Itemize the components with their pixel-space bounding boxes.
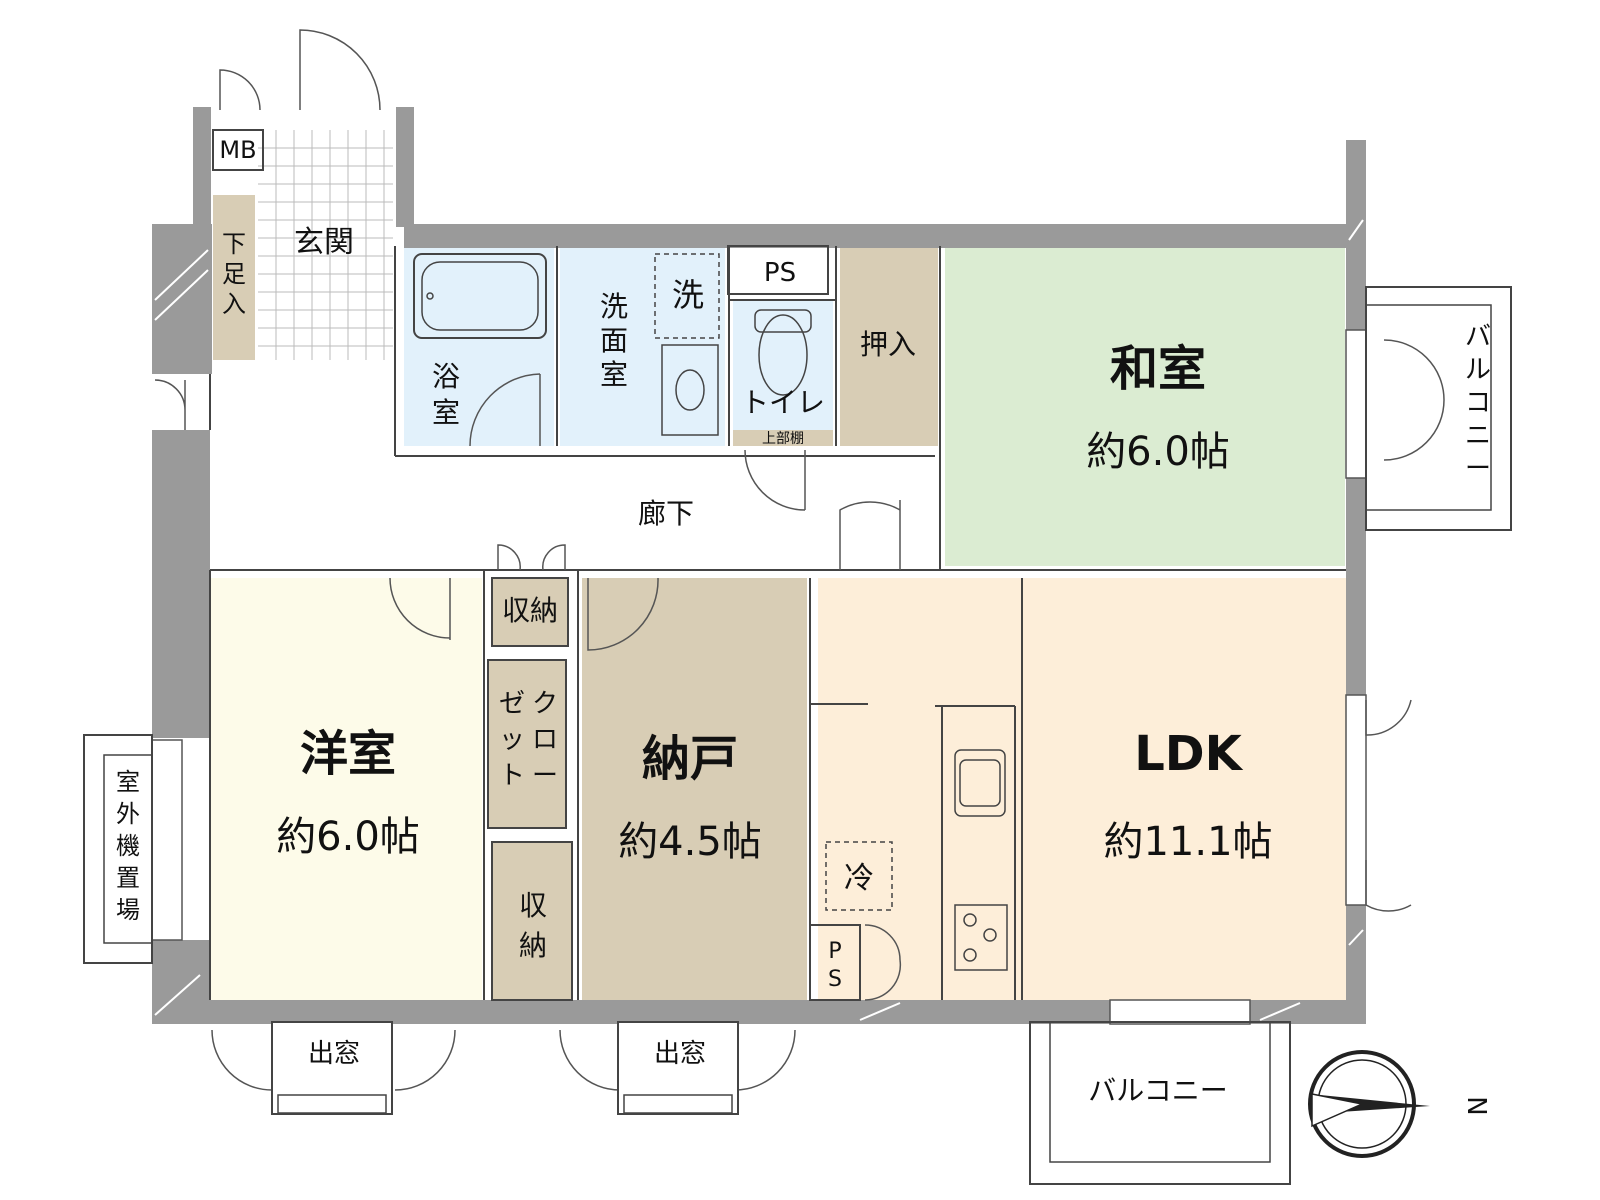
shuno-bottom-label-1: 収 [519,889,547,922]
ldk-area [818,578,1348,1000]
yoshitsu-label: 洋室 [300,726,396,782]
nando-label: 納戸 [642,731,738,787]
compass-north-label: N [1461,1096,1491,1115]
balcony-right-label-1: バ [1465,322,1491,352]
closet-label-b1: ゼ [499,689,525,719]
ldk-size: 約11.1帖 [1103,819,1272,865]
balcony-bottom-label: バルコニー [1088,1074,1227,1107]
jobudana-label: 上部棚 [762,431,804,447]
ldk-label: LDK [1134,726,1243,782]
outdoor-unit-label-4: 置 [116,864,140,892]
balcony-right-label-3: コ [1465,388,1491,418]
fridge-label: 冷 [844,861,874,896]
shuno-bottom-area [492,842,572,1000]
senmen-label-1: 洗 [600,290,628,323]
ps-bottom-label-2: S [828,967,842,992]
kitchen-sink-icon [954,749,1006,817]
genkan-label: 玄関 [294,225,354,260]
shuno-bottom-label-2: 納 [519,929,547,962]
mb-label: MB [219,136,256,164]
roka-label: 廊下 [638,497,694,530]
interior-walls [209,129,1346,1001]
washitsu-window [1345,329,1367,479]
shuno-top-area [492,578,568,646]
getabako-label-1: 下 [222,230,246,258]
closet-label-b2: ッ [499,725,525,755]
closet-label-a2: ロ [532,725,558,755]
senmen-area [560,246,725,446]
yoshitsu-size: 約6.0帖 [276,814,420,860]
compass-icon [1308,1050,1430,1158]
getabako-label-3: 入 [222,290,246,318]
toilet-label: トイレ [741,386,825,419]
yokushitsu-label-2: 室 [432,396,460,429]
genkan-tiles [258,130,393,360]
ps-top-label: PS [764,258,796,288]
bay-window-right [617,1021,739,1115]
yokushitsu-label-1: 浴 [432,360,460,393]
toilet-icon [754,309,812,396]
getabako-label-2: 足 [222,260,246,288]
ldk-window [1345,694,1367,906]
closet-label-a1: ク [532,689,558,719]
sink-icon [661,344,719,436]
jobudana-area [733,430,833,446]
yokushitsu-area [404,246,554,446]
balcony-right-label-2: ル [1465,355,1491,385]
senmen-label-2: 面 [600,324,628,357]
outdoor-unit-label-2: 外 [116,800,140,828]
demado-left-label: 出窓 [308,1039,360,1069]
balcony-right-label-5: ー [1465,454,1491,484]
closet-label-a3: ー [532,761,558,791]
yoshitsu-area [210,578,482,1000]
shuno-top-label: 収納 [502,594,558,627]
getabako-area [213,195,255,360]
toilet-area [733,300,833,430]
outdoor-unit-label-3: 機 [116,832,140,860]
senmen-label-3: 室 [600,358,628,391]
nando-size: 約4.5帖 [618,819,762,865]
oshiire-label: 押入 [860,328,916,361]
fridge-space [825,841,893,911]
outdoor-unit-label-1: 室 [116,768,140,796]
door-swings [154,29,1445,1091]
ps-bottom-label-1: P [828,939,841,964]
closet-label-b3: ト [499,761,525,791]
oshiire-area [840,246,938,446]
washitsu-label: 和室 [1110,341,1206,397]
washer-space [654,253,720,339]
outdoor-unit-label-5: 場 [116,896,140,924]
washitsu-size: 約6.0帖 [1086,429,1230,475]
washitsu-area [945,246,1345,566]
yoshitsu-side-window [151,739,183,941]
balcony-right-label-4: ニ [1465,421,1491,451]
bay-window-left [271,1021,393,1115]
ldk-balcony-window [1109,999,1251,1025]
washer-label: 洗 [672,276,704,314]
bathtub-icon [413,253,547,339]
stove-icon [954,904,1008,971]
demado-right-label: 出窓 [654,1039,706,1069]
closet-area [488,660,566,828]
window-hatch [154,219,1364,1021]
nando-area [582,578,807,1000]
